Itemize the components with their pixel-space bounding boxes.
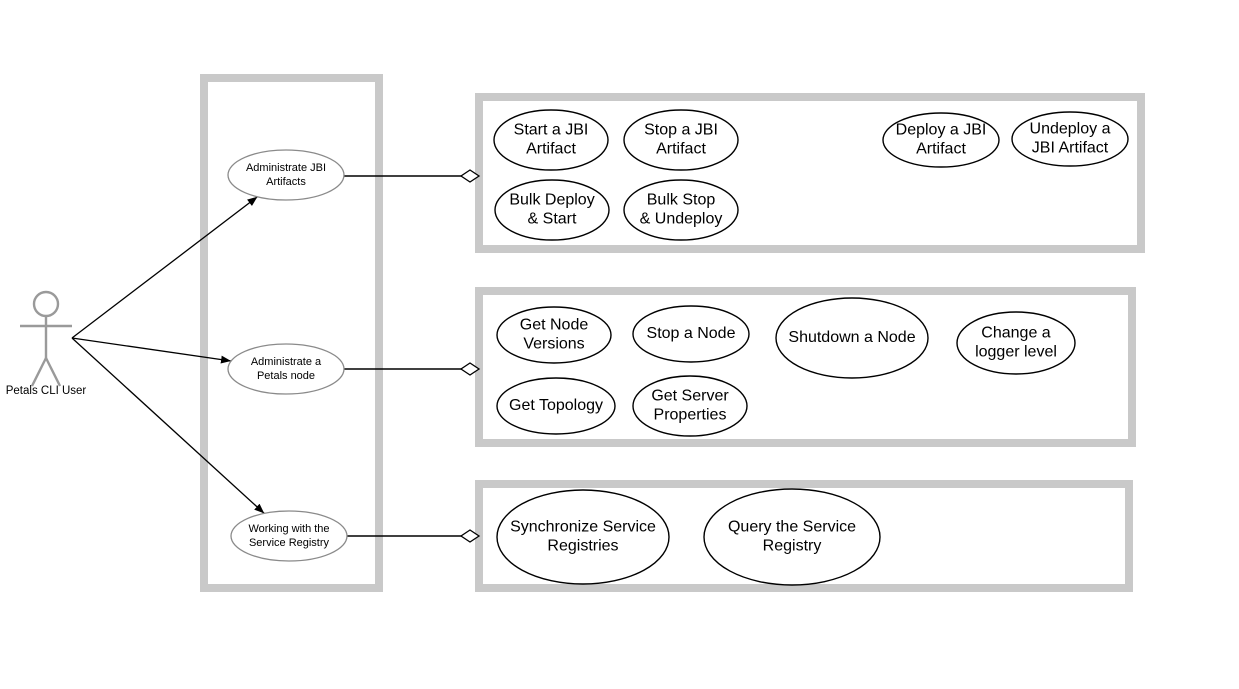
use-case-ellipse xyxy=(496,306,612,364)
use-case-label: Bulk Stop& Undeploy xyxy=(640,192,723,228)
use-case-ellipse xyxy=(632,375,748,437)
actor-layer: Petals CLI User xyxy=(6,196,265,514)
aggregation-diamond-working-with-the-service-registry xyxy=(459,529,481,543)
use-case-label: Bulk Deploy& Start xyxy=(509,192,594,228)
actor-leg-right xyxy=(44,357,62,387)
use-case-ellipse xyxy=(227,149,345,201)
use-case-ellipse xyxy=(227,343,345,395)
use-case-ellipse xyxy=(632,305,750,363)
actor-leg-left xyxy=(30,357,48,387)
use-case-ellipse xyxy=(623,179,739,241)
actor-petals-cli-user[interactable]: Petals CLI User xyxy=(6,290,87,397)
use-case-ellipse xyxy=(882,112,1000,168)
use-case-ellipse xyxy=(496,377,616,435)
use-case-label: Get Topology xyxy=(509,397,603,414)
actor-association-working-with-the-service-registry xyxy=(71,337,265,514)
use-case-label: Stop a Node xyxy=(647,325,736,342)
use-case-ellipse xyxy=(230,510,348,562)
actor-association-administrate-jbi-artifacts xyxy=(71,196,258,339)
aggregation-diamond-administrate-jbi-artifacts xyxy=(459,169,481,183)
use-case-bulk-stop-and-undeploy[interactable]: Bulk Stop& Undeploy xyxy=(623,179,739,241)
use-case-ellipse xyxy=(775,297,929,379)
aggregation-diamond-administrate-a-petals-node xyxy=(459,362,481,376)
use-case-label: Shutdown a Node xyxy=(788,329,915,346)
actor-head xyxy=(32,290,60,318)
use-case-ellipse xyxy=(494,179,610,241)
use-case-shutdown-a-node[interactable]: Shutdown a Node xyxy=(775,297,929,379)
use-case-ellipse xyxy=(493,109,609,171)
actor-label: Petals CLI User xyxy=(6,385,87,397)
use-case-bulk-deploy-and-start[interactable]: Bulk Deploy& Start xyxy=(494,179,610,241)
connectors-layer xyxy=(344,169,481,543)
use-case-ellipse xyxy=(956,311,1076,375)
actor-association-administrate-a-petals-node xyxy=(71,337,232,364)
use-case-stop-a-node[interactable]: Stop a Node xyxy=(632,305,750,363)
use-case-ellipse xyxy=(623,109,739,171)
use-case-ellipse xyxy=(703,488,881,586)
use-case-ellipse xyxy=(1011,111,1129,167)
use-case-ellipse xyxy=(496,489,670,585)
use-case-get-topology[interactable]: Get Topology xyxy=(496,377,616,435)
